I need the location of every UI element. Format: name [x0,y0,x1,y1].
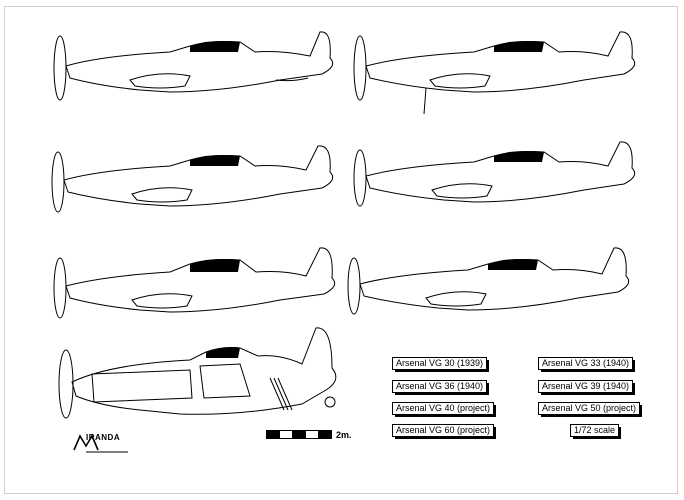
label-vg33: Arsenal VG 33 (1940) [538,357,636,372]
label-vg60: Arsenal VG 60 (project) [392,424,497,439]
aircraft-vg50-profile [347,247,630,315]
aircraft-vg33-profile [353,31,636,115]
aircraft-vg30-profile [53,31,334,101]
label-vg40: Arsenal VG 40 (project) [392,402,497,417]
aircraft-vg40-profile [53,247,336,319]
label-vg36: Arsenal VG 36 (1940) [392,380,490,395]
label-scale: 1/72 scale [570,424,622,439]
aircraft-vg60-cutaway-profile [58,327,337,419]
miranda-logo-icon [73,434,128,453]
label-vg50: Arsenal VG 50 (project) [538,402,643,417]
aircraft-vg39-profile [353,141,636,207]
logo-text: IRANDA [86,433,121,442]
scale-bar [266,430,332,439]
label-vg39: Arsenal VG 39 (1940) [538,380,636,395]
aircraft-vg36-profile [51,145,334,213]
label-vg30: Arsenal VG 30 (1939) [392,357,490,372]
scale-bar-text: 2m. [336,430,352,440]
